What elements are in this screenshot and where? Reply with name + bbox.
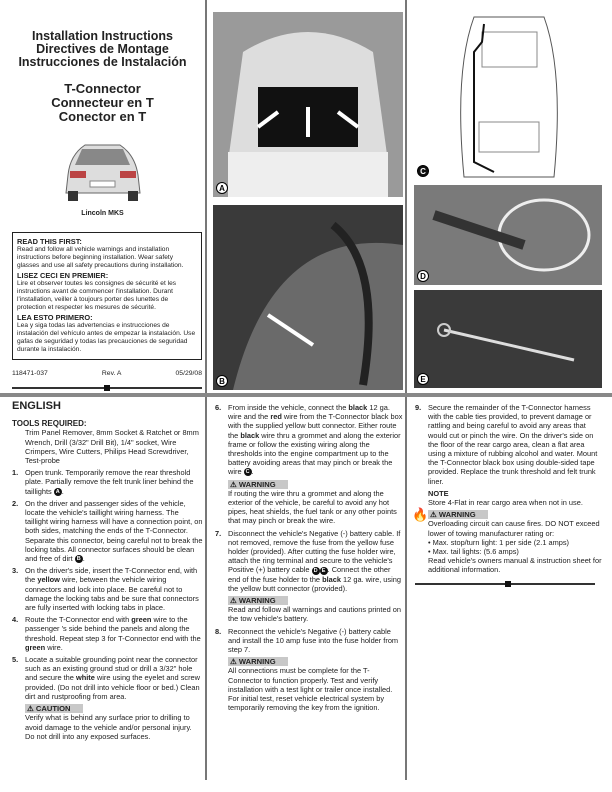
photo-label-c: C [417,165,429,177]
vehicle-name: Lincoln MKS [81,210,124,217]
revision: Rev. A [101,370,122,377]
step-7: 7.Disconnect the vehicle's Negative (-) … [215,528,401,593]
photo-label-d: D [417,270,429,282]
step-6: 6.From inside the vehicle, connect the b… [215,403,403,477]
photo-a: A [213,12,403,197]
section-heading: ENGLISH [12,400,61,412]
warning-4: 🔥 ⚠ WARNING Overloading circuit can caus… [412,507,602,575]
read-first-text-en: Read and follow all vehicle warnings and… [17,246,184,269]
title-es: Instrucciones de Instalación [18,55,187,69]
photo-label-b: B [216,375,228,387]
tools-heading: TOOLS REQUIRED: [12,419,87,429]
section-band [0,393,612,397]
step-9: 9.Secure the remainder of the T-Connecto… [415,403,598,486]
doc-footer: 118471-037 Rev. A 05/29/08 [12,370,202,377]
caution-text: Verify what is behind any surface prior … [25,713,192,741]
diagram-c: C [414,12,602,180]
column-2: 6.From inside the vehicle, connect the b… [215,400,403,713]
divider [12,385,202,391]
product-es: Conector en T [58,109,147,124]
date: 05/29/08 [175,370,202,377]
read-first-heading-en: READ THIS FIRST: [17,237,82,246]
product-fr: Connecteur en T [51,95,154,110]
column-3: 9.Secure the remainder of the T-Connecto… [412,400,602,587]
step-2: 2.On the driver and passenger sides of t… [12,498,203,564]
caution-label: ⚠ CAUTION [25,704,83,714]
vehicle-image [65,144,141,201]
divider [415,580,595,587]
title-en: Installation Instructions [32,29,173,43]
read-first-heading-fr: LISEZ CECI EN PREMIER: [17,271,109,280]
read-first-heading-es: LEA ESTO PRIMERO: [17,313,93,322]
read-first-box: READ THIS FIRST: Read and follow all veh… [12,232,202,360]
tools-text: Trim Panel Remover, 8mm Socket & Ratchet… [25,428,199,466]
photo-b: B [213,205,403,390]
product-en: T-Connector [64,81,141,96]
read-first-text-fr: Lire et observer toutes les consignes de… [17,280,177,311]
part-number: 118471-037 [12,370,48,377]
photo-label-e: E [417,373,429,385]
divider [205,0,207,395]
column-1: ENGLISH TOOLS REQUIRED: Trim Panel Remov… [12,400,203,741]
step-8: 8.Reconnect the vehicle's Negative (-) b… [215,626,399,655]
photo-d: D [414,185,602,285]
title-fr: Directives de Montage [36,42,169,56]
photo-e: E [414,290,602,388]
fire-icon: 🔥 [412,507,429,523]
step-3: 3.On the driver's side, insert the T-Con… [12,566,199,613]
step-4: 4.Route the T-Connector end with green w… [12,615,201,652]
product-block: T-Connector Connecteur en T Conector en … [0,82,205,124]
divider [405,0,407,395]
divider [405,397,407,780]
read-first-text-es: Lea y siga todas las advertencias e inst… [17,322,196,353]
photo-label-a: A [216,182,228,194]
step-1: 1.Open trunk. Temporarily remove the rea… [12,468,194,496]
divider [205,397,207,780]
step-5: 5.Locate a suitable grounding point near… [12,655,201,701]
title-block: Installation Instructions Directives de … [0,30,205,69]
